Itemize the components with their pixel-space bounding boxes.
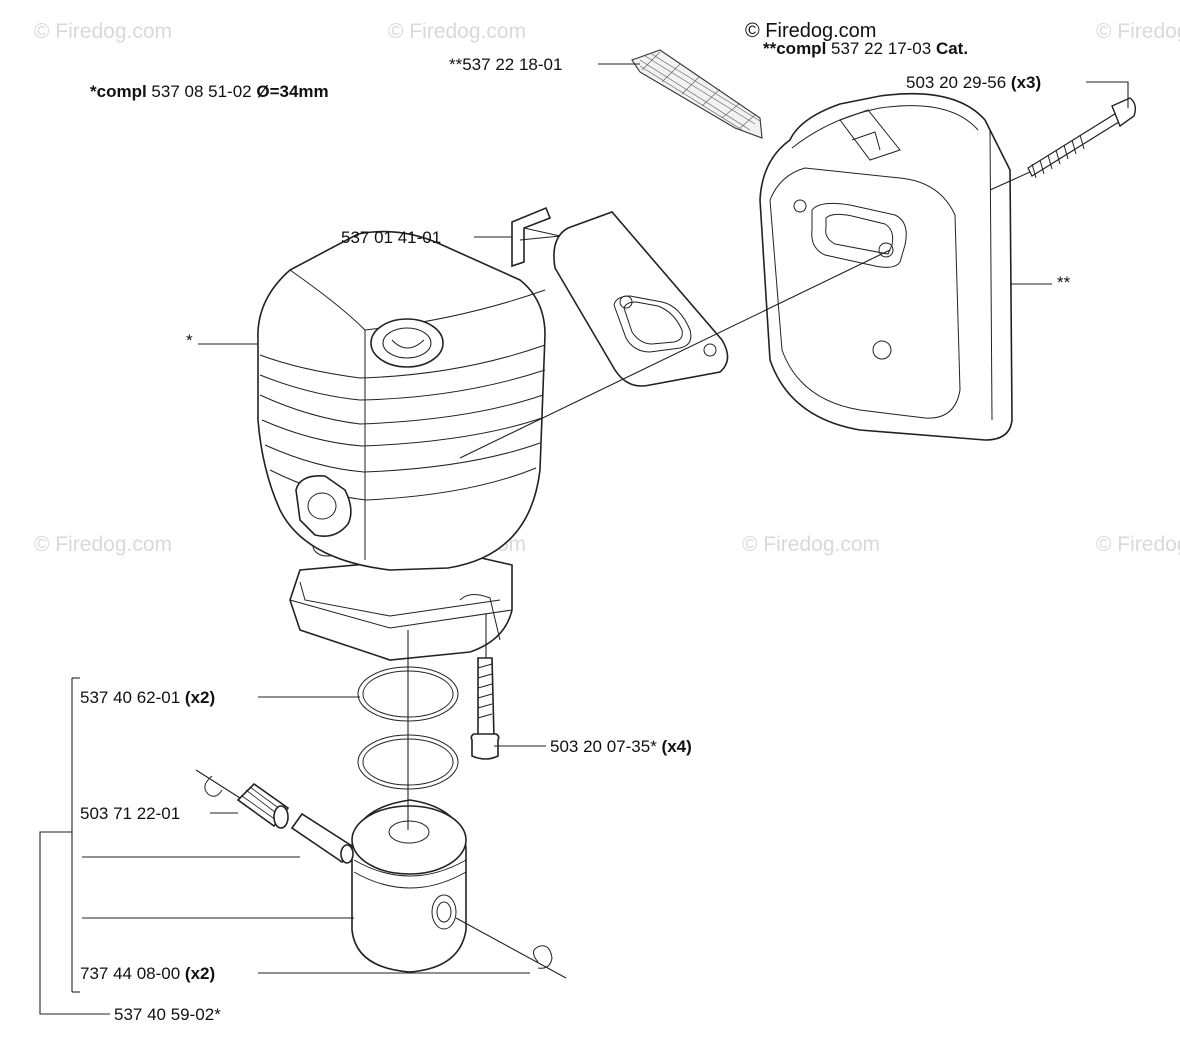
label-piston: 537 40 59-02* xyxy=(114,1005,221,1024)
watermark-text: © Firedog.com xyxy=(388,20,526,43)
muffler-gasket xyxy=(511,206,729,387)
label-gasket-bracket: 537 01 41-01 xyxy=(341,228,441,247)
leader-lines xyxy=(39,63,1129,1015)
label-circlip: 737 44 08-00 (x2) xyxy=(80,964,215,983)
spark-screen xyxy=(631,49,763,139)
watermark-layer: © Firedog.com © Firedog.com © Firedog.co… xyxy=(34,20,1180,556)
label-muffler-mark: ** xyxy=(1057,273,1071,292)
label-spark-screen: **537 22 18-01 xyxy=(449,55,562,74)
cylinder-bolt xyxy=(470,657,500,760)
watermark-text: © Firedog.com xyxy=(34,20,172,43)
label-needle-bearing: 503 71 22-01 xyxy=(80,804,180,823)
cylinder-assembly-label: *compl 537 08 51-02 Ø=34mm xyxy=(90,82,329,101)
label-muffler-bolt: 503 20 29-56 (x3) xyxy=(906,73,1041,92)
needle-bearing xyxy=(236,782,290,829)
label-cylinder-bolt: 503 20 07-35* (x4) xyxy=(550,737,692,756)
muffler xyxy=(759,93,1013,441)
piston-pin xyxy=(290,812,354,864)
cylinder xyxy=(257,230,546,661)
copyright-text: © Firedog.com xyxy=(745,20,876,42)
label-piston-ring: 537 40 62-01 (x2) xyxy=(80,688,215,707)
label-cylinder-mark: * xyxy=(186,331,193,350)
watermark-text: © Firedog.com xyxy=(34,533,172,556)
axis-lines xyxy=(195,171,1031,979)
circlips xyxy=(204,775,553,969)
muffler-assembly-label: **compl 537 22 17-03 Cat. xyxy=(763,39,968,58)
piston xyxy=(351,799,467,973)
watermark-text: © Firedog.com xyxy=(742,533,880,556)
watermark-text: © Firedog.com xyxy=(1096,533,1180,556)
watermark-text: © Firedog.com xyxy=(1096,20,1180,43)
muffler-bolt xyxy=(1027,97,1137,179)
